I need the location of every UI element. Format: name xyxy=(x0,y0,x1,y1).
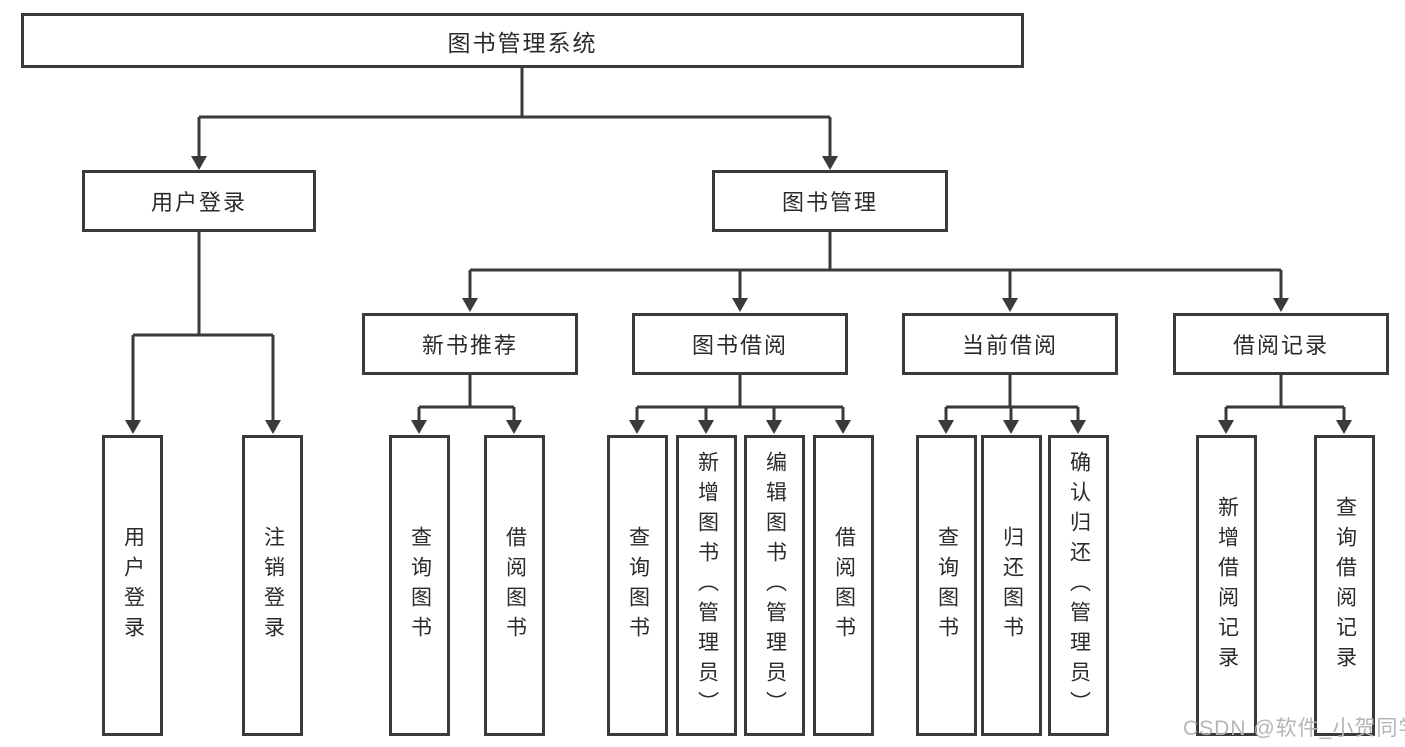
node-user-login-label: 用户登录 xyxy=(150,190,247,215)
connector-borrow-to-leaves xyxy=(629,375,851,434)
leaf-recommend-borrow-books-label: 借阅图书 xyxy=(503,525,527,646)
leaf-borrow-add-books-admin: 新增图书（管理员） xyxy=(676,435,737,736)
node-user-login: 用户登录 xyxy=(82,170,316,232)
leaf-current-confirm-return-admin-label: 确认归还（管理员） xyxy=(1067,450,1091,721)
node-current-borrow-label: 当前借阅 xyxy=(961,333,1058,358)
leaf-records-query-record: 查询借阅记录 xyxy=(1314,435,1375,736)
leaf-borrow-query-books-label: 查询图书 xyxy=(626,525,650,646)
leaf-borrow-edit-books-admin-label: 编辑图书（管理员） xyxy=(763,450,787,721)
node-current-borrow: 当前借阅 xyxy=(902,313,1118,375)
leaf-current-query-books-label: 查询图书 xyxy=(935,525,959,646)
leaf-logout: 注销登录 xyxy=(242,435,303,736)
leaf-borrow-add-books-admin-label: 新增图书（管理员） xyxy=(695,450,719,721)
leaf-recommend-borrow-books: 借阅图书 xyxy=(484,435,545,736)
node-root-label: 图书管理系统 xyxy=(447,29,598,56)
node-root: 图书管理系统 xyxy=(21,13,1024,68)
connector-recommend-to-leaves xyxy=(411,375,522,434)
leaf-current-query-books: 查询图书 xyxy=(916,435,977,736)
leaf-current-return-books-label: 归还图书 xyxy=(1000,525,1024,646)
connector-user-login-to-leaves xyxy=(125,232,281,434)
leaf-current-return-books: 归还图书 xyxy=(981,435,1042,736)
node-book-management-label: 图书管理 xyxy=(781,190,878,215)
node-new-book-recommend: 新书推荐 xyxy=(362,313,578,375)
leaf-records-query-record-label: 查询借阅记录 xyxy=(1333,495,1357,676)
connector-records-to-leaves xyxy=(1218,375,1352,434)
connector-book-management-to-level2 xyxy=(462,232,1289,312)
leaf-recommend-query-books-label: 查询图书 xyxy=(408,525,432,646)
leaf-records-add-record-label: 新增借阅记录 xyxy=(1215,495,1239,676)
leaf-borrow-borrow-books-label: 借阅图书 xyxy=(832,525,856,646)
csdn-watermark: CSDN @软件_小贺同学 xyxy=(1183,717,1405,740)
connector-root-to-level1 xyxy=(191,68,838,170)
leaf-borrow-query-books: 查询图书 xyxy=(607,435,668,736)
leaf-user-login-label: 用户登录 xyxy=(121,525,145,646)
leaf-records-add-record: 新增借阅记录 xyxy=(1196,435,1257,736)
node-borrow-records: 借阅记录 xyxy=(1173,313,1389,375)
leaf-borrow-borrow-books: 借阅图书 xyxy=(813,435,874,736)
node-new-book-recommend-label: 新书推荐 xyxy=(421,333,518,358)
leaf-logout-label: 注销登录 xyxy=(261,525,285,646)
node-borrow-records-label: 借阅记录 xyxy=(1232,333,1329,358)
leaf-user-login: 用户登录 xyxy=(102,435,163,736)
node-book-borrow-label: 图书借阅 xyxy=(691,333,788,358)
node-book-borrow: 图书借阅 xyxy=(632,313,848,375)
leaf-recommend-query-books: 查询图书 xyxy=(389,435,450,736)
node-book-management: 图书管理 xyxy=(712,170,948,232)
connector-current-to-leaves xyxy=(938,375,1086,434)
leaf-current-confirm-return-admin: 确认归还（管理员） xyxy=(1048,435,1109,736)
leaf-borrow-edit-books-admin: 编辑图书（管理员） xyxy=(744,435,805,736)
